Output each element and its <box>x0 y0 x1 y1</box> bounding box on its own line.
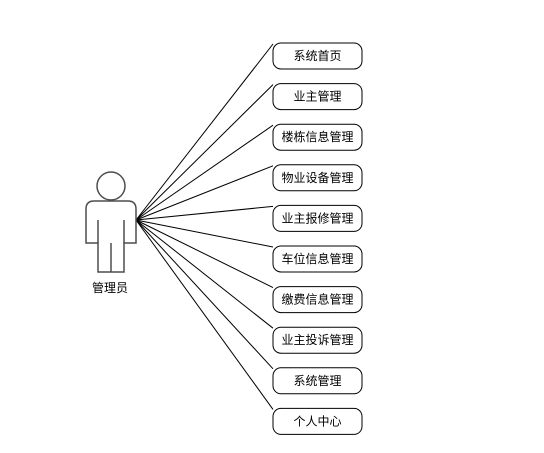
connectors <box>135 43 274 410</box>
actor-body <box>85 200 137 273</box>
actor-admin: 管理员 <box>85 171 137 295</box>
use-case-label: 车位信息管理 <box>281 251 353 266</box>
connector-10 <box>135 219 274 410</box>
connector-7 <box>135 219 274 289</box>
actor-label: 管理员 <box>92 280 128 295</box>
use-cases: 系统首页业主管理楼栋信息管理物业设备管理业主报修管理车位信息管理缴费信息管理业主… <box>272 42 363 435</box>
connector-2 <box>135 84 274 221</box>
actor-head <box>96 171 126 201</box>
use-case-label: 个人中心 <box>293 413 341 428</box>
use-case-10: 个人中心 <box>272 407 363 435</box>
use-case-3: 楼栋信息管理 <box>272 123 363 151</box>
connector-4 <box>135 165 274 221</box>
connector-3 <box>135 124 274 221</box>
connector-6 <box>135 219 274 248</box>
use-case-2: 业主管理 <box>272 83 363 111</box>
use-case-box <box>272 83 363 111</box>
use-case-label: 业主投诉管理 <box>281 332 353 347</box>
use-case-box <box>272 123 363 151</box>
use-case-label: 系统首页 <box>293 49 341 63</box>
use-case-label: 缴费信息管理 <box>281 292 353 307</box>
use-case-box <box>272 407 363 435</box>
use-case-label: 物业设备管理 <box>281 170 353 185</box>
connector-5 <box>135 205 274 221</box>
use-case-9: 系统管理 <box>272 367 363 395</box>
use-case-box <box>272 326 363 354</box>
connector-8 <box>135 219 274 329</box>
use-case-label: 楼栋信息管理 <box>281 129 353 144</box>
use-case-4: 物业设备管理 <box>272 164 363 192</box>
use-case-8: 业主投诉管理 <box>272 326 363 354</box>
use-case-5: 业主报修管理 <box>272 204 363 232</box>
use-case-box <box>272 286 363 314</box>
use-case-label: 业主管理 <box>293 89 341 104</box>
use-case-box <box>272 164 363 192</box>
use-case-label: 业主报修管理 <box>281 210 353 225</box>
use-case-box <box>272 245 363 273</box>
connector-1 <box>135 43 274 221</box>
use-case-7: 缴费信息管理 <box>272 286 363 314</box>
use-case-1: 系统首页 <box>272 42 363 70</box>
connector-9 <box>135 219 274 370</box>
use-case-label: 系统管理 <box>293 373 341 388</box>
use-case-6: 车位信息管理 <box>272 245 363 273</box>
use-case-box <box>272 42 363 70</box>
use-case-box <box>272 367 363 395</box>
use-case-box <box>272 204 363 232</box>
